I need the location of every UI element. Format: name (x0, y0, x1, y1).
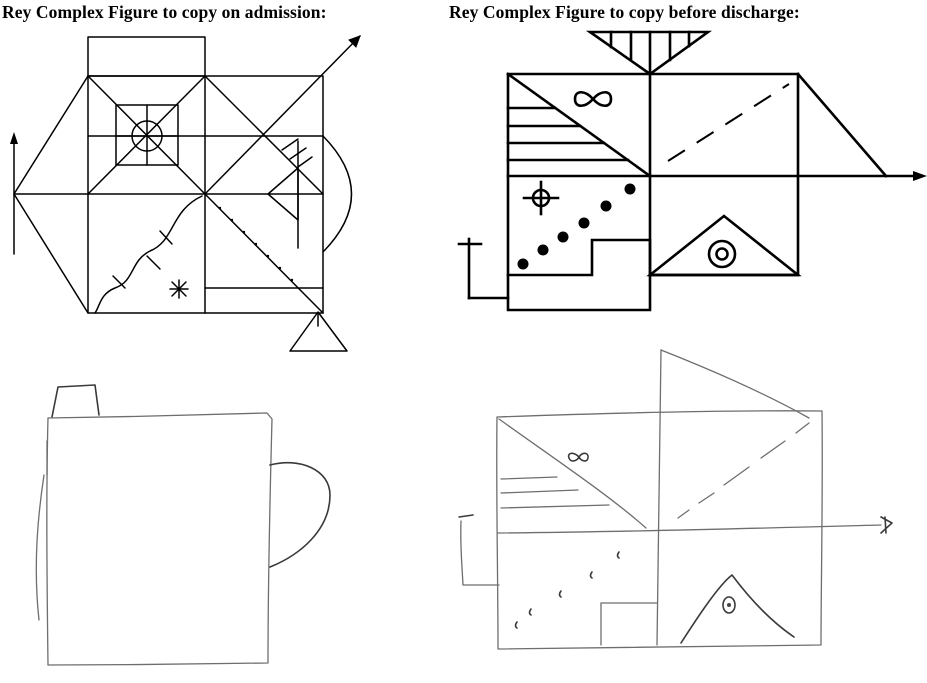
wavy-tick-1 (159, 230, 173, 245)
copy-stripe-2 (500, 489, 579, 494)
copy-upper-left-diagonal (498, 418, 647, 529)
outer-circle (707, 239, 737, 269)
hatch-2 (289, 147, 307, 160)
upper-right-diagonal (204, 75, 324, 195)
copy-stripe-3 (500, 504, 610, 509)
copy-right-arc (269, 461, 331, 568)
hatch-3 (297, 156, 313, 168)
right-triangle-edge (796, 72, 888, 178)
dotted-line (218, 206, 294, 282)
copy-notch (600, 602, 658, 646)
diagonal-arrowhead (348, 35, 361, 48)
inner-circle (715, 247, 729, 261)
copy-stripe-1 (500, 476, 558, 480)
left-arrowhead (10, 132, 18, 144)
top-rectangle (87, 36, 206, 77)
diagonal-arrow-line (204, 35, 361, 195)
admission-copy-drawing (35, 384, 331, 666)
lower-right-triangle (646, 214, 802, 277)
copy-arrowhead (880, 516, 893, 534)
right-arrowhead (913, 171, 927, 181)
left-triangle-upper (13, 75, 89, 195)
crosshair-icon (522, 180, 560, 216)
copy-left-foot (460, 520, 500, 586)
copy-lower-triangle (680, 574, 795, 644)
dashed-diagonal (667, 83, 790, 162)
copy-left-sketch (35, 474, 45, 621)
copy-main-rect (496, 410, 823, 650)
copy-top-triangle (660, 349, 810, 419)
wavy-tick-2 (146, 255, 161, 270)
hatch-1 (281, 138, 299, 151)
lower-right-diagonal (204, 193, 324, 314)
admission-caption: Rey Complex Figure to copy on admission: (2, 2, 327, 22)
admission-model-figure (10, 35, 361, 352)
copy-left-cross (458, 514, 474, 518)
copy-dashed-diagonal (677, 422, 810, 519)
copy-horizontal-line (497, 524, 882, 534)
left-triangle-lower (13, 193, 89, 314)
star-icon (169, 279, 189, 299)
wavy-line (94, 195, 203, 314)
copy-main-box (47, 412, 273, 666)
infinity-icon (573, 90, 613, 108)
discharge-model-figure (457, 30, 927, 312)
discharge-caption: Rey Complex Figure to copy before discha… (449, 2, 800, 22)
bottom-triangle (289, 311, 348, 352)
copy-vertical-midline (656, 349, 662, 646)
right-arc (322, 135, 353, 253)
copy-top-box (51, 384, 100, 418)
dot-row (517, 183, 636, 270)
copy-infinity-icon (567, 452, 589, 462)
lower-notch (506, 238, 652, 277)
wavy-tick-3 (112, 275, 126, 289)
copy-dot-row (514, 551, 620, 629)
copy-outer-circle (722, 596, 736, 614)
copy-inner-dot (727, 603, 731, 607)
discharge-copy-drawing (458, 349, 893, 650)
